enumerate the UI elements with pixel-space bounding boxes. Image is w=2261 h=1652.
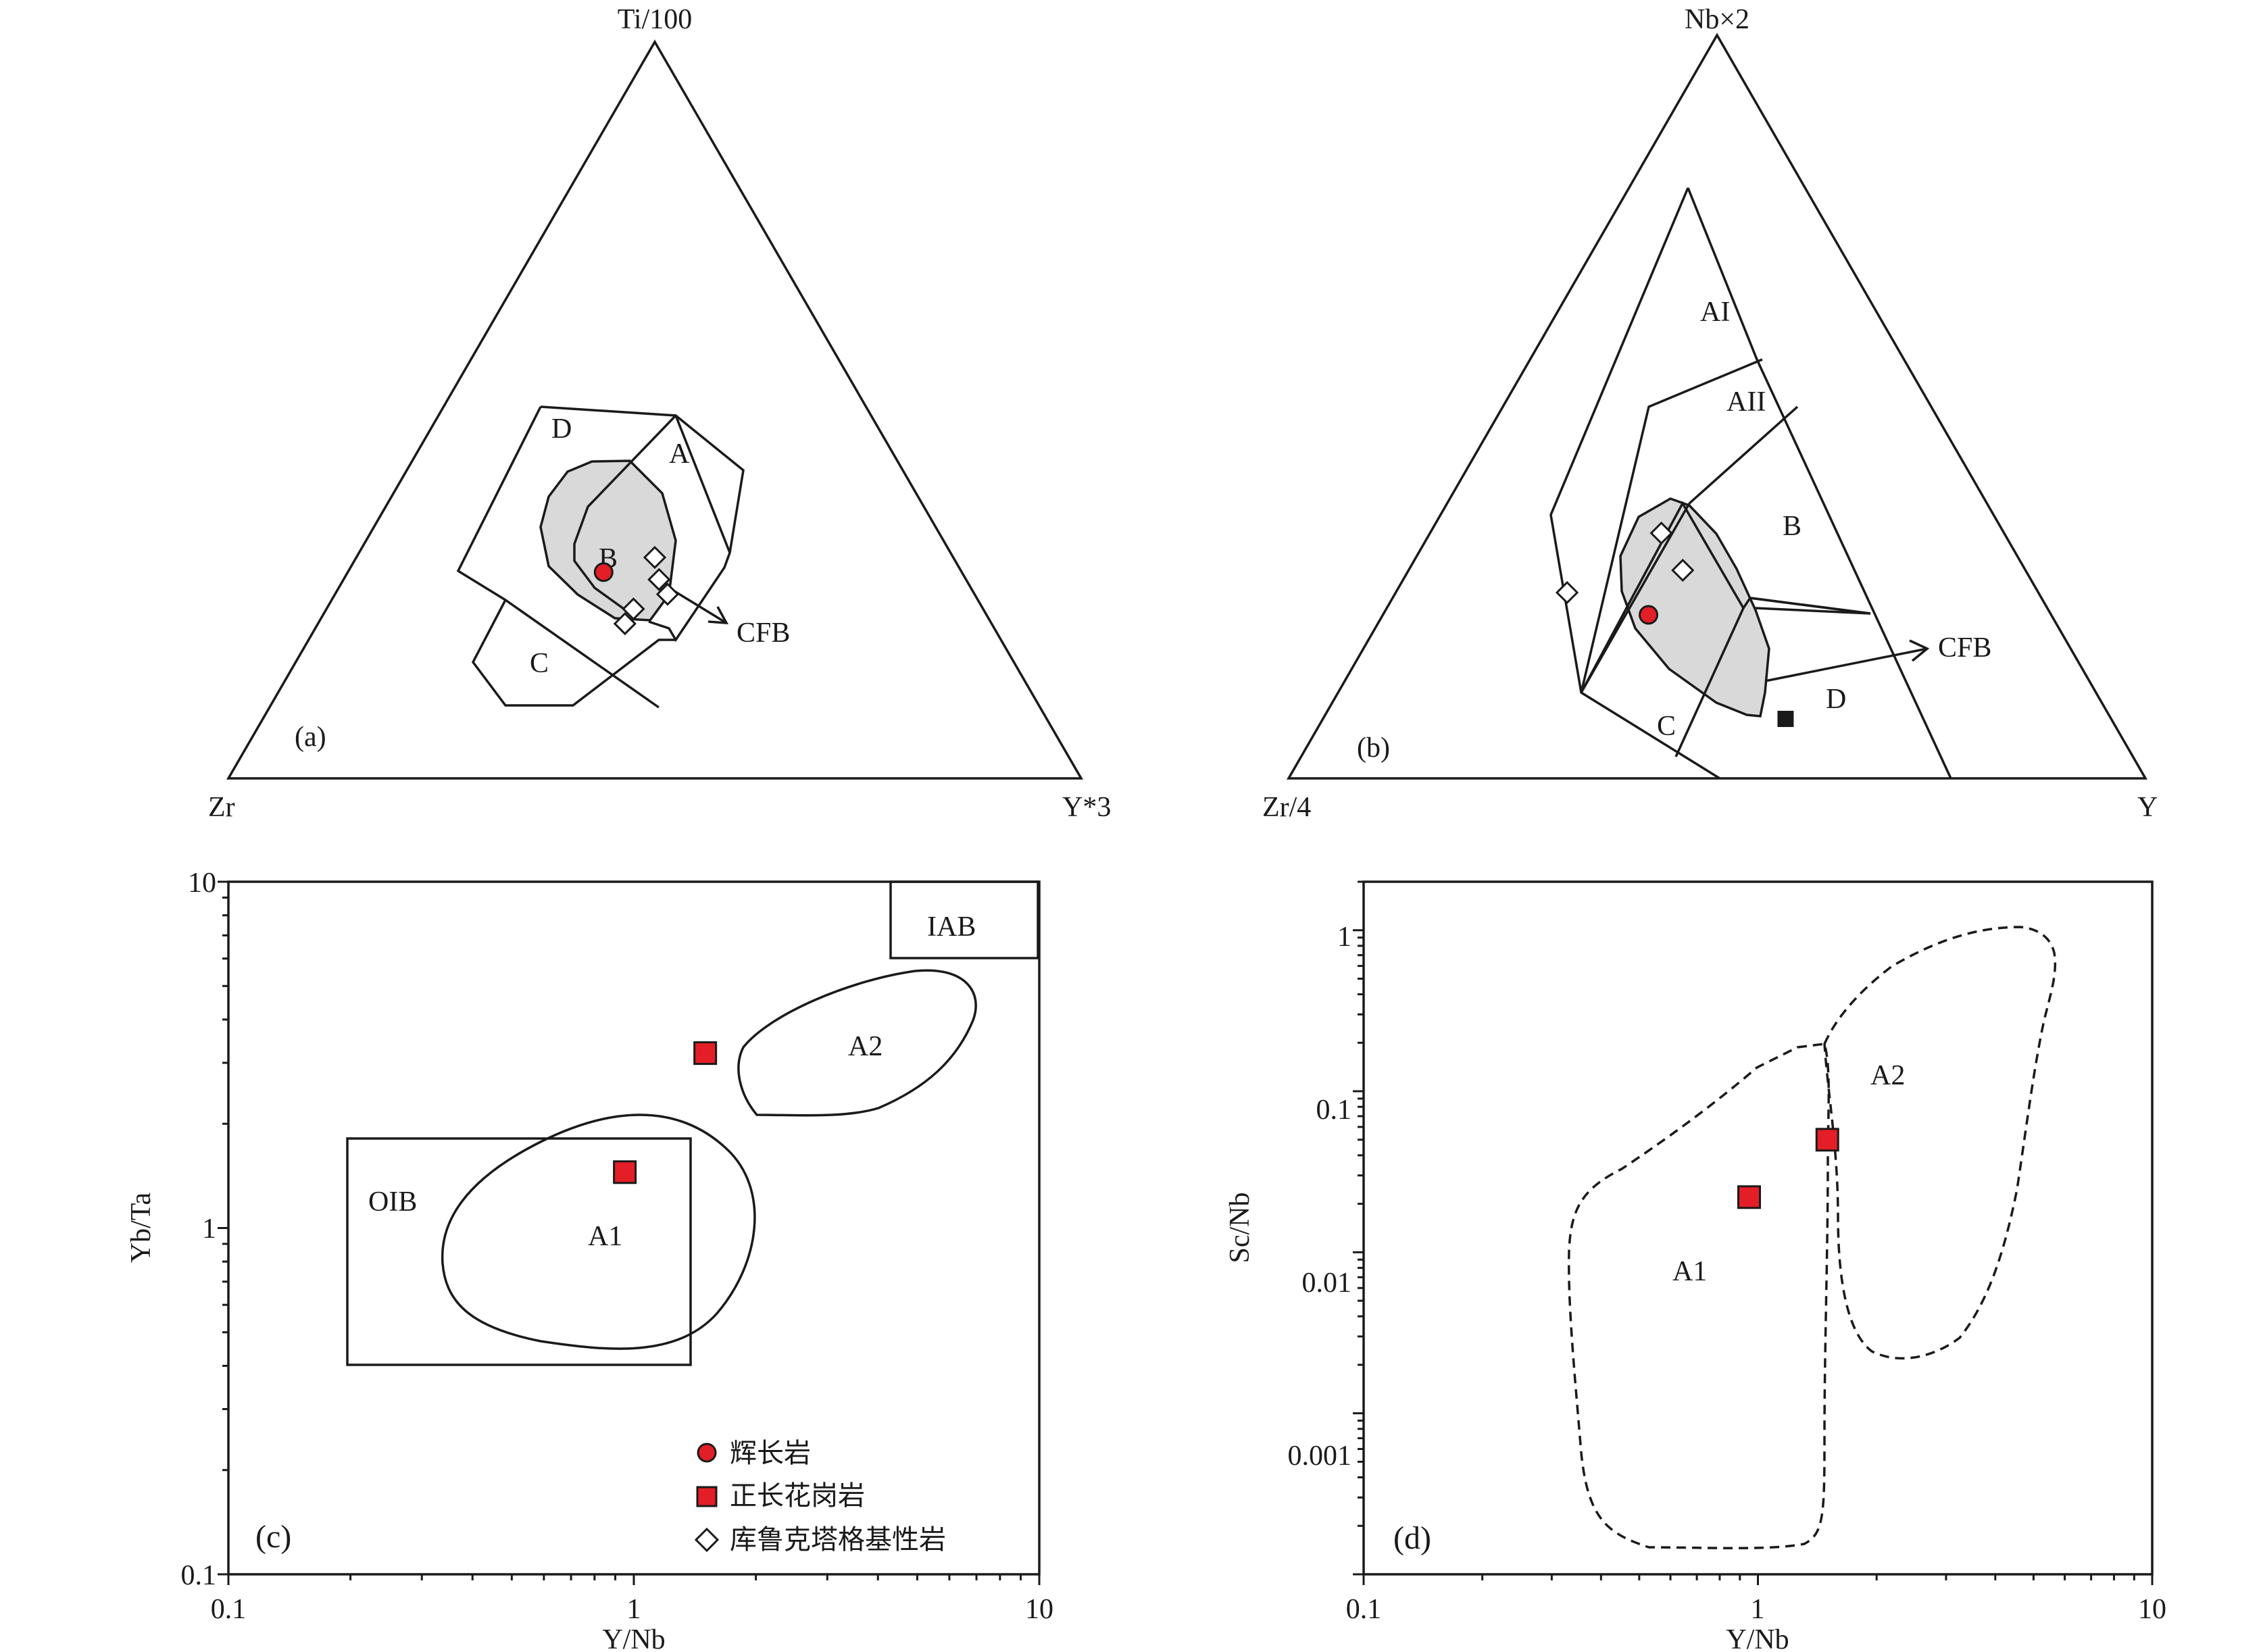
- ternary-a-top-label: Ti/100: [618, 4, 693, 35]
- tick-label-y-d-2: 0.1: [1316, 1095, 1352, 1126]
- field-label-b-b: B: [1783, 511, 1802, 542]
- data-point-diamond-1-2: [1555, 580, 1579, 605]
- cfb-label-a: CFB: [737, 618, 790, 649]
- field-boundary-a: [573, 414, 677, 614]
- axis-label-x-c: Y/Nb: [602, 1624, 665, 1652]
- field-boundary-aii-b: [1580, 358, 1763, 693]
- data-point-circle-1-0: [1639, 605, 1659, 625]
- data-point-square-2-0: [613, 1160, 637, 1184]
- tick-label-x-c-1: 1: [627, 1594, 641, 1625]
- field-label-a2-d: A2: [1870, 1060, 1905, 1091]
- data-point-square-2-1: [693, 1041, 718, 1066]
- data-point-diamond-0-4: [613, 611, 637, 636]
- legend-item-syenogranite: 正长花岗岩: [730, 1480, 865, 1511]
- data-point-square-3-0: [1737, 1185, 1762, 1209]
- field-label-a1-c: A1: [588, 1221, 622, 1252]
- tick-label-y-c-2: 10: [188, 868, 216, 899]
- tick-label-y-d-0: 0.001: [1288, 1441, 1352, 1472]
- legend-diamond-icon: [694, 1527, 720, 1553]
- cfb-arrowhead-a: [707, 606, 729, 624]
- cfb-arrowhead-b: [1909, 639, 1930, 662]
- data-point-square-1-0: [1777, 711, 1794, 727]
- panel-label-b: (b): [1357, 732, 1390, 764]
- legend-square-icon: [696, 1486, 718, 1507]
- legend-item-mafic: 库鲁克塔格基性岩: [730, 1524, 946, 1555]
- axis-label-x-d: Y/Nb: [1726, 1624, 1789, 1652]
- data-point-diamond-0-1: [655, 582, 680, 606]
- tick-label-y-c-0: 0.1: [181, 1560, 217, 1591]
- field-box-iab: [889, 880, 1039, 959]
- field-boundary-d-outer: [540, 405, 745, 643]
- field-box-oib: [346, 1137, 692, 1366]
- field-boundary-d-b2: [1749, 597, 1871, 615]
- legend-circle-icon: [697, 1443, 717, 1463]
- panel-b: [1286, 32, 2148, 780]
- tick-label-x-c-0: 0.1: [211, 1594, 247, 1625]
- field-boundary-a-b: [674, 415, 731, 553]
- data-point-diamond-1-1: [1671, 558, 1695, 582]
- cfb-label-b: CFB: [1938, 632, 1991, 664]
- plot-frame-d: [1362, 880, 2154, 1576]
- tick-label-x-c-2: 10: [1025, 1594, 1053, 1625]
- cfb-arrow-b: [1764, 647, 1928, 682]
- field-label-iab: IAB: [927, 911, 976, 943]
- field-label-a1-d: A1: [1672, 1256, 1707, 1287]
- panel-a: [226, 39, 1084, 780]
- panel-d: [1362, 880, 2154, 1576]
- tick-label-y-d-1: 0.01: [1302, 1268, 1352, 1299]
- data-point-diamond-1-0: [1649, 521, 1673, 545]
- ternary-b-right-label: Y: [2137, 792, 2158, 823]
- ternary-b-left-label: Zr/4: [1262, 792, 1311, 823]
- field-boundary-left-b: [1549, 187, 1720, 780]
- tick-label-x-d-1: 1: [1751, 1594, 1765, 1625]
- field-b-shaded-b: [1619, 497, 1770, 718]
- field-label-a2-c: A2: [848, 1031, 883, 1062]
- legend: 辉长岩 正长花岗岩 库鲁克塔格基性岩: [694, 1438, 946, 1555]
- field-label-aii-b: AII: [1726, 386, 1766, 418]
- tick-label-x-d-0: 0.1: [1346, 1594, 1382, 1625]
- field-label-c-b: C: [1657, 711, 1676, 742]
- plot-frame-c: [227, 880, 1041, 1576]
- panel-label-c: (c): [255, 1519, 291, 1555]
- field-boundary-c: [471, 599, 676, 707]
- field-outline-a2-d: [1823, 926, 2057, 1360]
- data-point-circle-0-0: [593, 562, 614, 582]
- field-label-ai-b: AI: [1700, 297, 1730, 328]
- field-label-c-a: C: [530, 648, 549, 679]
- ternary-b-top-label: Nb×2: [1685, 4, 1749, 35]
- ternary-frame-a: [226, 39, 1084, 780]
- field-label-a-a: A: [669, 439, 690, 470]
- field-outline-a2-c: [737, 969, 977, 1117]
- data-point-diamond-0-0: [643, 545, 667, 570]
- field-boundary-aii-b3: [1688, 405, 1799, 505]
- field-label-d-a: D: [551, 414, 572, 445]
- ternary-frame-b: [1286, 32, 2148, 780]
- field-b-shaded: [539, 459, 677, 622]
- data-point-diamond-0-2: [647, 568, 671, 591]
- field-label-d-b: D: [1826, 684, 1846, 715]
- ternary-a-right-label: Y*3: [1062, 792, 1111, 823]
- axis-label-y-c: Yb/Ta: [126, 1192, 157, 1263]
- ternary-a-left-label: Zr: [208, 792, 235, 823]
- panel-c: [227, 880, 1041, 1576]
- field-boundary-d-left: [456, 406, 660, 709]
- data-point-square-3-1: [1815, 1128, 1839, 1152]
- field-outline-a1-c: [441, 1113, 756, 1350]
- data-point-diamond-0-3: [622, 597, 645, 621]
- tick-label-x-d-2: 10: [2138, 1594, 2166, 1625]
- panel-label-a: (a): [295, 722, 326, 753]
- field-outline-a1-d: [1568, 1043, 1830, 1549]
- tick-label-y-c-1: 1: [202, 1213, 216, 1245]
- axis-label-y-d: Sc/Nb: [1224, 1193, 1256, 1263]
- field-boundary-outer-b: [1687, 187, 1952, 779]
- legend-item-gabbro: 辉长岩: [730, 1438, 811, 1469]
- field-label-oib: OIB: [368, 1186, 417, 1218]
- panel-label-d: (d): [1393, 1520, 1431, 1556]
- tick-label-y-d-3: 1: [1337, 922, 1351, 953]
- field-boundary-c-b: [1580, 501, 1745, 757]
